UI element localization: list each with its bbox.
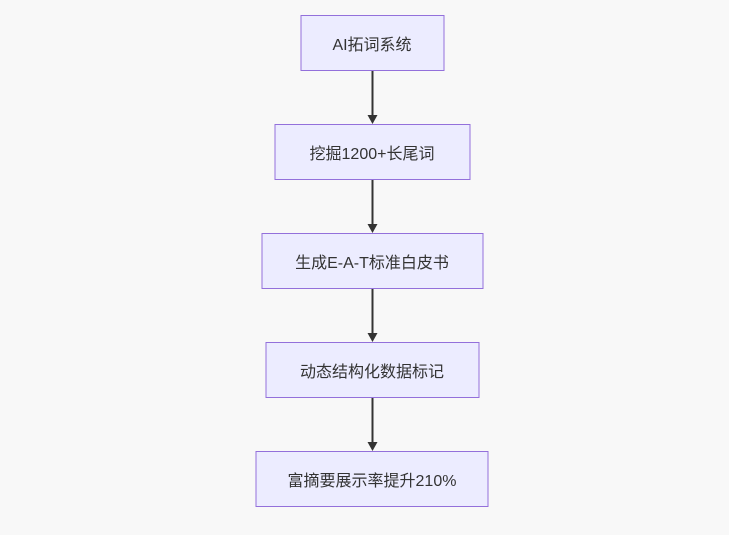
- edge-line: [371, 398, 373, 443]
- edge-arrow-2: [367, 180, 377, 233]
- arrow-down-icon: [367, 333, 377, 342]
- flowchart: AI拓词系统 挖掘1200+长尾词 生成E-A-T标准白皮书 动态结构化数据标记…: [255, 15, 489, 507]
- flowchart-node-rich-snippet-result: 富摘要展示率提升210%: [255, 451, 489, 507]
- flowchart-node-longtail-mining: 挖掘1200+长尾词: [274, 124, 470, 180]
- flowchart-node-eat-whitepaper: 生成E-A-T标准白皮书: [261, 233, 483, 289]
- edge-line: [371, 180, 373, 225]
- flowchart-node-structured-data: 动态结构化数据标记: [265, 342, 479, 398]
- arrow-down-icon: [367, 224, 377, 233]
- edge-line: [371, 289, 373, 334]
- arrow-down-icon: [367, 115, 377, 124]
- edge-line: [371, 71, 373, 116]
- arrow-down-icon: [367, 442, 377, 451]
- flowchart-node-ai-word-system: AI拓词系统: [300, 15, 444, 71]
- edge-arrow-3: [367, 289, 377, 342]
- edge-arrow-1: [367, 71, 377, 124]
- edge-arrow-4: [367, 398, 377, 451]
